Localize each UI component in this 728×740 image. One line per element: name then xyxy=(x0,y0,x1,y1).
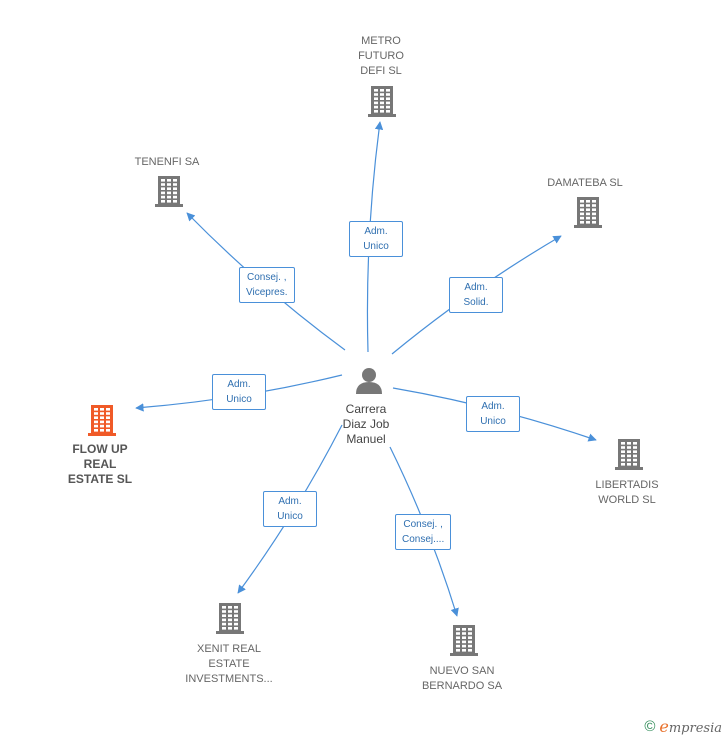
edge-label-flowup[interactable]: Adm. Unico xyxy=(212,374,266,410)
building-icon-libertadis[interactable] xyxy=(615,439,643,470)
company-label-flowup[interactable]: FLOW UP REAL ESTATE SL xyxy=(67,442,133,486)
edge-label-libertadis[interactable]: Adm. Unico xyxy=(466,396,520,432)
person-icon[interactable] xyxy=(356,368,382,394)
company-label-tenenfi[interactable]: TENENFI SA xyxy=(134,156,200,168)
edge-label-nuevo[interactable]: Consej. , Consej.... xyxy=(395,514,452,550)
building-icon-nuevo[interactable] xyxy=(450,625,478,656)
building-icon-damateba[interactable] xyxy=(574,197,602,228)
building-icon-xenit[interactable] xyxy=(216,603,244,634)
person-name-label[interactable]: Carrera Diaz Job Manuel xyxy=(342,402,390,446)
brand-logo[interactable]: empresia xyxy=(659,717,722,736)
building-icon-tenenfi[interactable] xyxy=(155,176,183,207)
company-label-metro[interactable]: METRO FUTURO DEFI SL xyxy=(358,35,404,77)
copyright-footer: © empresia xyxy=(644,717,722,736)
edge-label-xenit[interactable]: Adm. Unico xyxy=(263,491,317,527)
building-icon-flowup[interactable] xyxy=(88,405,116,436)
building-icon-metro[interactable] xyxy=(368,86,396,117)
edge-label-metro[interactable]: Adm. Unico xyxy=(349,221,403,257)
edge-label-tenenfi[interactable]: Consej. , Vicepres. xyxy=(239,267,295,303)
company-label-nuevo[interactable]: NUEVO SAN BERNARDO SA xyxy=(421,665,503,692)
company-label-libertadis[interactable]: LIBERTADIS WORLD SL xyxy=(595,479,659,506)
company-label-damateba[interactable]: DAMATEBA SL xyxy=(547,177,623,189)
copyright-icon: © xyxy=(644,718,656,735)
company-label-xenit[interactable]: XENIT REAL ESTATE INVESTMENTS... xyxy=(185,643,273,685)
edge-label-damateba[interactable]: Adm. Solid. xyxy=(449,277,503,313)
